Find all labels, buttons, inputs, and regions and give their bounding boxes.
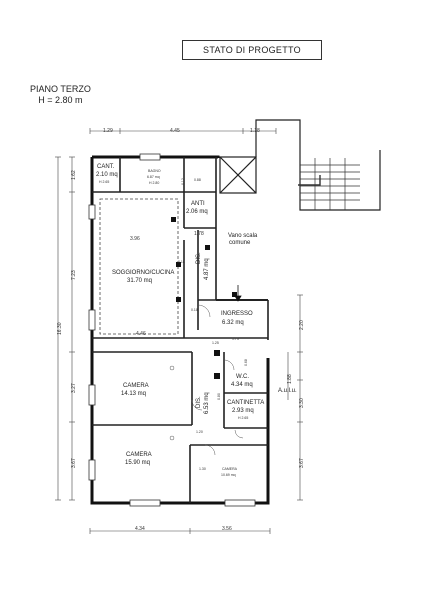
dim-right-seg2: 1.88 (287, 374, 293, 384)
dim-446: 4.46 (136, 331, 146, 337)
room-name: W.C. (236, 374, 249, 380)
room-name: DIS. (196, 396, 202, 408)
page-title: STATO DI PROGETTO (182, 40, 322, 60)
entrance-arrow (234, 285, 242, 302)
room-name: INGRESSO (221, 311, 253, 317)
bottom-dimension-line (89, 528, 271, 534)
room-name: Vano scala (228, 233, 258, 239)
room-wc: W.C. 4.34 mq (231, 374, 253, 388)
room-height: H 2.65 (238, 416, 248, 420)
dim-018a: 0.18 (178, 260, 185, 264)
dim-120: 1.20 (196, 430, 203, 434)
room-dis-lower: DIS. 6.53 mq (196, 392, 210, 414)
dim-130: 1.30 (199, 467, 206, 471)
room-area: 2.06 mq (186, 209, 208, 215)
room-cantinetta: CANTINETTA 2.93 mq H 2.65 (227, 400, 264, 420)
dim-right-seg4: 3.67 (299, 458, 305, 468)
dim-088: 0.88 (194, 178, 201, 182)
room-name: SOGGIORNO/CUCINA (112, 270, 174, 276)
stair-area (216, 119, 381, 301)
room-area: 6.53 mq (204, 392, 210, 414)
dim-bottom-right: 3.56 (222, 526, 232, 532)
top-dimension-line (89, 128, 277, 134)
right-dimension-line (287, 294, 303, 501)
dim-right-seg3: 3.30 (299, 398, 305, 408)
room-area: 31.70 mq (127, 278, 152, 284)
dim-396: 3.96 (130, 236, 140, 242)
dim-173: 1.73 (232, 337, 239, 341)
room-name: CAMERA (123, 383, 149, 389)
structural-columns (171, 217, 237, 379)
room-soggiorno: SOGGIORNO/CUCINA 31.70 mq (112, 270, 174, 284)
room-area: 6.87 mq (147, 175, 160, 179)
dim-top-left: 1.29 (103, 128, 113, 134)
room-aulu: A.u.l.u. (278, 388, 297, 394)
dim-left-total: 16.30 (57, 322, 63, 335)
room-cantina: CANT. 2.10 mq H 2.65 (96, 164, 118, 184)
dim-bottom-left: 4.34 (135, 526, 145, 532)
room-area: 2.10 mq (96, 172, 118, 178)
room-height: H 2.80 (149, 181, 159, 185)
left-dimension-line (55, 156, 75, 501)
room-name: BAGNO (148, 169, 161, 173)
dim-018b: 0.18 (191, 308, 198, 312)
room-dis-upper: DIS. 4.87 mq (196, 252, 210, 280)
floor-name: PIANO TERZO (30, 84, 91, 94)
dim-left-seg4: 3.67 (71, 458, 77, 468)
floor-height: H = 2.80 m (38, 95, 83, 105)
room-camera-3: CAMERA 10.69 mq (221, 467, 238, 477)
room-name: CAMERA (222, 467, 238, 471)
room-camera-2: CAMERA 15.90 mq (125, 452, 152, 466)
dim-left-seg3: 3.27 (71, 383, 77, 393)
dim-012: 0.12 (181, 178, 185, 185)
room-area: 15.90 mq (125, 460, 150, 466)
dim-left-seg2: 7.23 (71, 270, 77, 280)
room-name: CANTINETTA (227, 400, 264, 406)
room-name: CAMERA (126, 452, 152, 458)
room-camera-1: CAMERA 14.13 mq (121, 383, 149, 397)
room-name: ANTI (191, 201, 205, 207)
dim-top-small: 1.18 (250, 128, 260, 134)
room-area: 14.13 mq (121, 391, 146, 397)
room-height: H 2.65 (99, 180, 109, 184)
room-sub: comune (229, 240, 251, 246)
room-ingresso: INGRESSO 6.32 mq (221, 311, 253, 326)
room-area: 2.93 mq (232, 408, 254, 414)
windows (88, 153, 256, 507)
room-area: 4.87 mq (204, 258, 210, 280)
dim-right-seg1: 2.20 (299, 320, 305, 330)
door-swings (169, 304, 244, 456)
dim-top-mid: 4.45 (170, 128, 180, 134)
room-vano-scala: Vano scala comune (228, 233, 258, 246)
room-area: 10.69 mq (221, 473, 236, 477)
inner-walls (92, 157, 269, 503)
outer-walls (90, 155, 270, 505)
dim-178: 1.78 (194, 231, 204, 237)
room-name: CANT. (97, 164, 115, 170)
room-bagno: BAGNO 6.87 mq H 2.80 (147, 169, 161, 185)
dim-080: 0.80 (217, 393, 221, 400)
room-name: DIS. (196, 252, 202, 264)
kitchen-zone-outline (99, 198, 179, 335)
room-area: 4.34 mq (231, 382, 253, 388)
stair-steps (298, 158, 360, 210)
room-anti: ANTI 2.06 mq (186, 201, 208, 215)
dim-125: 1.25 (212, 341, 219, 345)
dim-left-seg1: 1.62 (71, 170, 77, 180)
dim-068: 0.68 (244, 359, 248, 366)
room-area: 6.32 mq (222, 320, 244, 326)
floor-label: PIANO TERZO H = 2.80 m (30, 84, 91, 106)
